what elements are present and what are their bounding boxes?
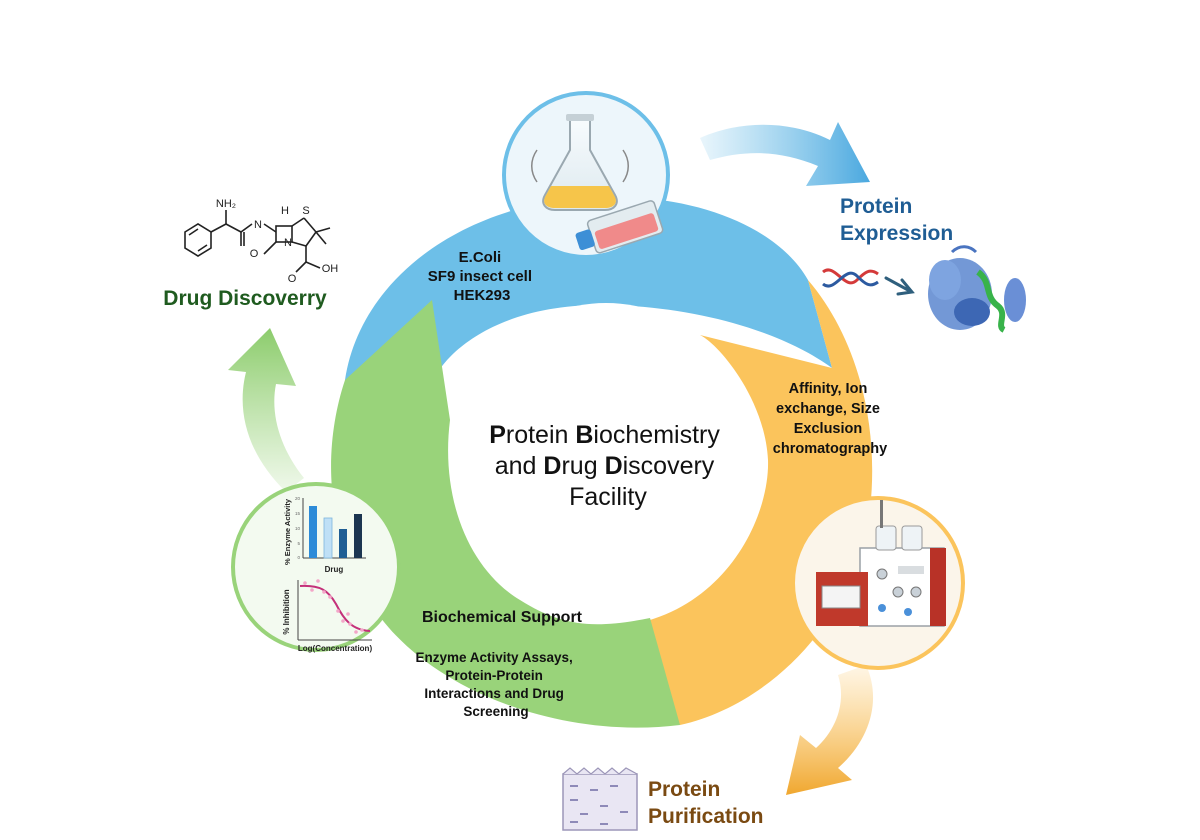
protein-expression-label: Protein Expression: [840, 195, 953, 245]
purification-methods-label: Affinity, Ion exchange, Size Exclusion c…: [773, 381, 887, 457]
svg-text:5: 5: [297, 541, 300, 546]
assay-charts-illustration: % Enzyme Activity Drug 20 15 10 5 0 % In…: [231, 482, 401, 653]
mini-dose-response-chart: % Inhibition Log(Concentration): [282, 579, 372, 653]
arrow-to-expression: [700, 122, 870, 186]
svg-text:N: N: [284, 237, 292, 249]
mini-curve-ylabel: % Inhibition: [282, 589, 291, 634]
center-title: Protein Biochemistry and Drug Discovery …: [489, 421, 727, 511]
drug-molecule-illustration: [184, 210, 331, 273]
protein-structure-icon: [928, 245, 1026, 333]
mini-bar: [309, 506, 317, 558]
svg-text:O: O: [250, 248, 259, 260]
svg-text:20: 20: [295, 496, 301, 501]
mini-bar: [354, 514, 362, 558]
mini-curve-xlabel: Log(Concentration): [298, 644, 373, 653]
svg-text:15: 15: [295, 511, 301, 516]
biochemical-support-title: Biochemical Support: [422, 609, 583, 626]
svg-text:S: S: [302, 205, 309, 217]
mini-bar: [339, 529, 347, 558]
expression-arrow-icon: [884, 276, 915, 296]
svg-text:0: 0: [297, 555, 300, 560]
dna-helix-icon: [822, 268, 879, 285]
svg-text:H: H: [281, 205, 289, 217]
biochemical-support-details: Enzyme Activity Assays, Protein-Protein …: [415, 650, 576, 719]
dna-to-protein-illustration: [822, 245, 1026, 333]
svg-text:O: O: [288, 273, 297, 285]
arrow-to-drug-discovery: [228, 328, 304, 492]
svg-text:OH: OH: [322, 263, 339, 275]
center-circle: [456, 303, 756, 603]
mini-bar-xlabel: Drug: [325, 565, 344, 574]
drug-discovery-label: Drug Discoverry: [163, 287, 327, 310]
sds-page-gel-icon: [562, 773, 638, 831]
shaking-motion-icon: [531, 149, 629, 183]
benzene-ring-icon: [184, 223, 212, 257]
arrow-to-purification: [786, 665, 874, 795]
expression-hosts-label: E.Coli SF9 insect cell HEK293: [428, 249, 536, 304]
chromatography-illustration: [791, 496, 965, 670]
svg-text:10: 10: [295, 526, 301, 531]
drug-molecule-labels: NH₂ N H O S N O OH: [216, 198, 338, 285]
svg-text:NH₂: NH₂: [216, 198, 236, 210]
protein-purification-label: Protein Purification: [648, 778, 764, 828]
ring-segment-expression: [345, 196, 832, 390]
cell-culture-illustration: [502, 91, 670, 259]
gel-illustration: [562, 767, 638, 831]
mini-bar: [323, 517, 333, 559]
mini-bar-chart: % Enzyme Activity Drug 20 15 10 5 0: [283, 496, 366, 574]
ring-segment-biochemical: [331, 300, 680, 728]
chromatography-system-icon: [816, 500, 946, 627]
dose-response-curve: [299, 584, 371, 632]
mini-bar-ylabel: % Enzyme Activity: [283, 498, 292, 565]
cell-culture-flask-icon: [575, 200, 664, 254]
svg-text:N: N: [254, 219, 262, 231]
